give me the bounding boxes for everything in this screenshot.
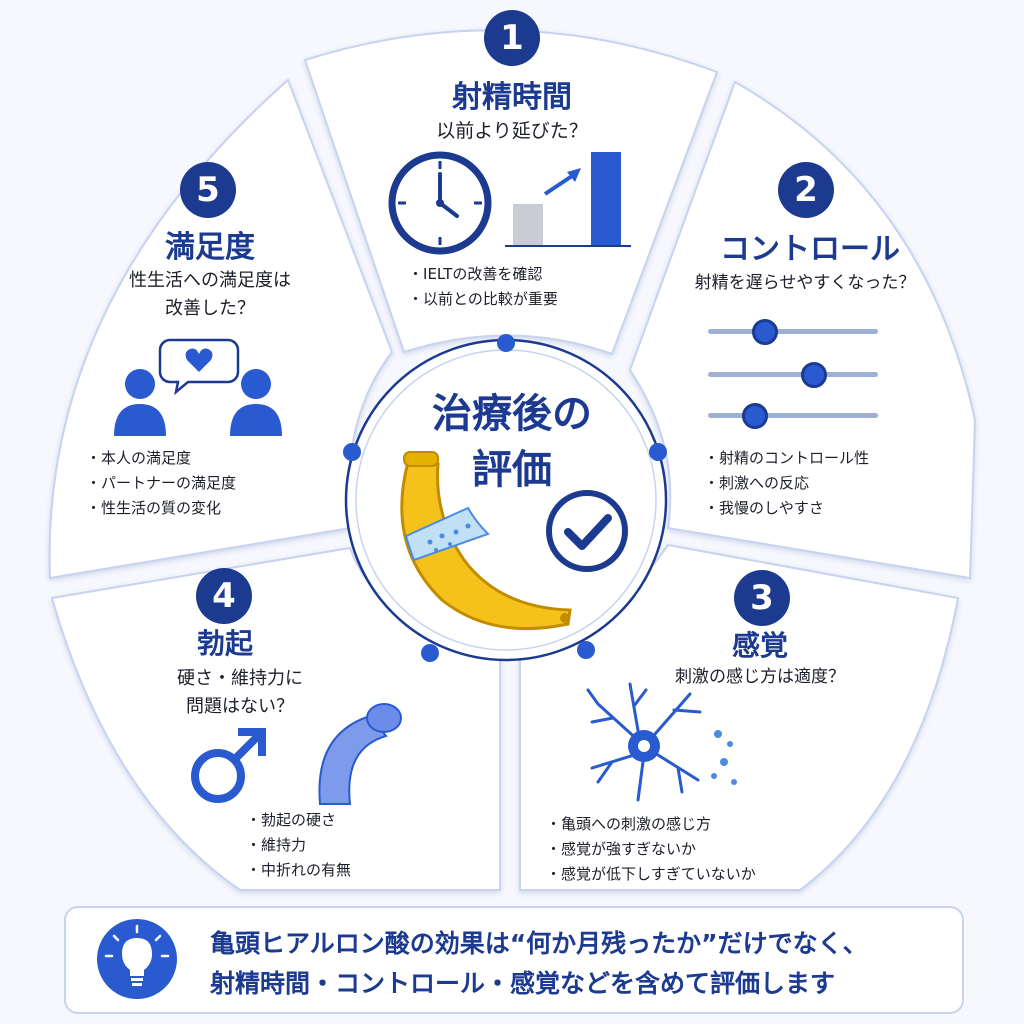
- center-title-line2: 評価: [472, 447, 552, 493]
- list-item: 性生活の質の変化: [86, 496, 236, 521]
- section-2-title: コントロール: [720, 232, 900, 267]
- section-4-question-2: 問題はない？: [186, 696, 294, 717]
- summary-line-2: 射精時間・コントロール・感覚などを含めて評価します: [210, 969, 836, 998]
- list-item: 維持力: [246, 833, 351, 858]
- section-1-bullets: IELTの改善を確認 以前との比較が重要: [408, 262, 558, 312]
- section-2-bullets: 射精のコントロール性 刺激への反応 我慢のしやすさ: [704, 446, 869, 521]
- list-item: IELTの改善を確認: [408, 262, 558, 287]
- list-item: 本人の満足度: [86, 446, 236, 471]
- section-1-title: 射精時間: [452, 80, 572, 115]
- summary-banner: [64, 906, 964, 1014]
- section-4-question-1: 硬さ・維持力に: [177, 668, 303, 689]
- section-3-number: 3: [734, 570, 790, 626]
- center-title: 治療後の 評価: [382, 386, 642, 498]
- bar-chart-icon: [505, 152, 631, 247]
- male-symbol-icon: [191, 728, 266, 803]
- neuron-icon: [586, 682, 737, 802]
- people-heart-icon: [114, 338, 282, 436]
- section-1-number: 1: [484, 10, 540, 66]
- lightbulb-icon: [97, 919, 177, 999]
- list-item: 刺激への反応: [704, 471, 869, 496]
- section-4-bullets: 勃起の硬さ 維持力 中折れの有無: [246, 808, 351, 883]
- section-5-question-1: 性生活への満足度は: [129, 270, 291, 291]
- section-4-title: 勃起: [196, 627, 253, 660]
- list-item: 亀頭への刺激の感じ方: [546, 812, 756, 837]
- section-1-question: 以前より延びた？: [436, 120, 588, 142]
- clock-icon: [388, 151, 492, 255]
- section-3-bullets: 亀頭への刺激の感じ方 感覚が強すぎないか 感覚が低下しすぎていないか: [546, 812, 756, 887]
- list-item: 我慢のしやすさ: [704, 496, 869, 521]
- list-item: 感覚が低下しすぎていないか: [546, 862, 756, 887]
- list-item: 感覚が強すぎないか: [546, 837, 756, 862]
- shaft-icon: [318, 703, 402, 805]
- section-3-title: 感覚: [731, 629, 788, 662]
- section-5-question-2: 改善した？: [165, 298, 255, 319]
- center-title-line1: 治療後の: [432, 391, 592, 437]
- banana-icon: [400, 451, 572, 630]
- list-item: 勃起の硬さ: [246, 808, 351, 833]
- summary-line-1: 亀頭ヒアルロン酸の効果は“何か月残ったか”だけでなく、: [210, 929, 868, 958]
- section-2-question: 射精を遅らせやすくなった？: [694, 273, 916, 293]
- section-4-number: 4: [196, 568, 252, 624]
- list-item: 中折れの有無: [246, 858, 351, 883]
- list-item: 射精のコントロール性: [704, 446, 869, 471]
- section-5-number: 5: [180, 162, 236, 218]
- section-2-number: 2: [778, 162, 834, 218]
- section-5-title: 満足度: [165, 230, 255, 265]
- checkmark-icon: [546, 490, 628, 572]
- section-3-question: 刺激の感じ方は適度？: [675, 667, 845, 687]
- list-item: パートナーの満足度: [86, 471, 236, 496]
- summary-text: 亀頭ヒアルロン酸の効果は“何か月残ったか”だけでなく、 射精時間・コントロール・…: [210, 924, 930, 1004]
- list-item: 以前との比較が重要: [408, 287, 558, 312]
- section-5-bullets: 本人の満足度 パートナーの満足度 性生活の質の変化: [86, 446, 236, 521]
